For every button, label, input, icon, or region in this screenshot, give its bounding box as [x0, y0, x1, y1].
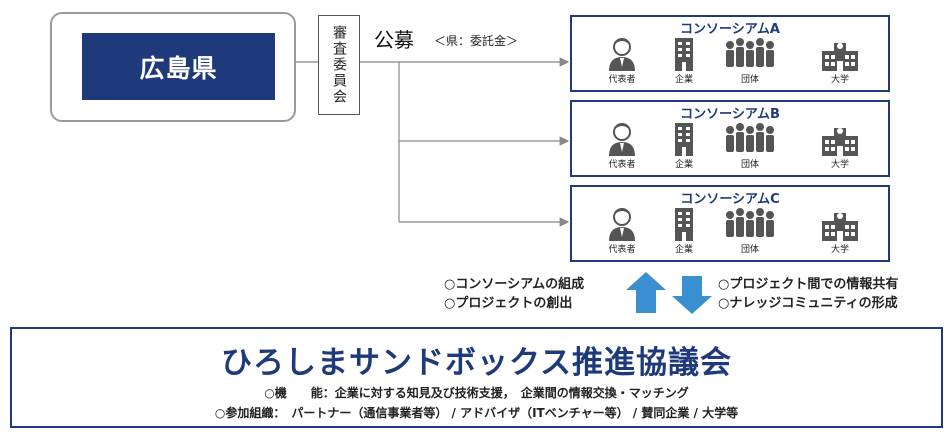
member-label: 代表者	[608, 245, 636, 255]
member-label: 大学	[830, 160, 849, 170]
member-label: 団体	[740, 160, 759, 170]
up-arrow-icon	[626, 272, 666, 313]
activity-item: ○ナレッジコミュニティの形成	[718, 296, 898, 311]
member-label: 大学	[830, 75, 849, 85]
person-icon	[609, 38, 635, 71]
person-icon	[609, 123, 635, 156]
right-activity-list: ○プロジェクト間での情報共有 ○ナレッジコミュニティの形成	[718, 275, 898, 313]
person-icon	[609, 208, 635, 241]
consortium-b-panel: コンソーシアムB 代表者 企業 団体 大学	[570, 100, 890, 177]
member-label: 企業	[674, 160, 693, 170]
prefecture-name: 広島県	[139, 53, 218, 83]
consortium-title: コンソーシアムA	[680, 22, 780, 37]
sandbox-council-title: ひろしまサンドボックス推進協議会	[220, 345, 733, 381]
member-university: 大学	[810, 207, 870, 255]
review-committee-box: 審査委員会	[318, 15, 360, 115]
member-label: 団体	[740, 245, 759, 255]
member-group: 団体	[720, 37, 780, 85]
group-people-icon	[726, 123, 774, 152]
university-building-icon	[822, 128, 858, 156]
university-building-icon	[822, 213, 858, 241]
consortium-title: コンソーシアムC	[680, 192, 780, 207]
recruitment-note: ＜県：委託金＞	[434, 34, 519, 48]
member-representative: 代表者	[592, 207, 652, 255]
member-group: 団体	[720, 122, 780, 170]
member-label: 団体	[740, 75, 759, 85]
office-building-icon	[675, 123, 693, 156]
sandbox-function-line: ○機 能：企業に対する知見及び技術支援， 企業間の情報交換・マッチング	[264, 386, 689, 400]
member-label: 大学	[830, 245, 849, 255]
member-company: 企業	[654, 37, 714, 85]
member-label: 企業	[674, 75, 693, 85]
office-building-icon	[675, 208, 693, 241]
activity-item: ○プロジェクトの創出	[444, 296, 573, 311]
member-label: 企業	[674, 245, 693, 255]
down-arrow-icon	[672, 276, 712, 314]
member-label: 代表者	[608, 160, 636, 170]
member-university: 大学	[810, 122, 870, 170]
member-group: 団体	[720, 207, 780, 255]
review-committee-label: 審査委員会	[331, 25, 347, 105]
member-label: 代表者	[608, 75, 636, 85]
member-representative: 代表者	[592, 122, 652, 170]
consortium-a-panel: コンソーシアムA 代表者 企業 団体 大学	[570, 15, 890, 92]
member-university: 大学	[810, 37, 870, 85]
activity-item: ○コンソーシアムの組成	[444, 277, 585, 292]
office-building-icon	[675, 38, 693, 71]
member-company: 企業	[654, 207, 714, 255]
sandbox-council-panel: ひろしまサンドボックス推進協議会 ○機 能：企業に対する知見及び技術支援， 企業…	[10, 327, 943, 428]
consortium-c-panel: コンソーシアムC 代表者 企業 団体 大学	[570, 185, 890, 262]
consortium-title: コンソーシアムB	[680, 107, 780, 122]
recruitment-label: 公募	[374, 28, 414, 52]
group-people-icon	[726, 208, 774, 237]
university-building-icon	[822, 43, 858, 71]
member-company: 企業	[654, 122, 714, 170]
left-activity-list: ○コンソーシアムの組成 ○プロジェクトの創出	[444, 275, 584, 313]
member-representative: 代表者	[592, 37, 652, 85]
sandbox-participants-line: ○参加組織： パートナー（通信事業者等） / アドバイザ（ITベンチャー等） /…	[214, 406, 739, 420]
group-people-icon	[726, 38, 774, 67]
prefecture-box: 広島県	[82, 33, 275, 100]
activity-item: ○プロジェクト間での情報共有	[718, 277, 899, 292]
